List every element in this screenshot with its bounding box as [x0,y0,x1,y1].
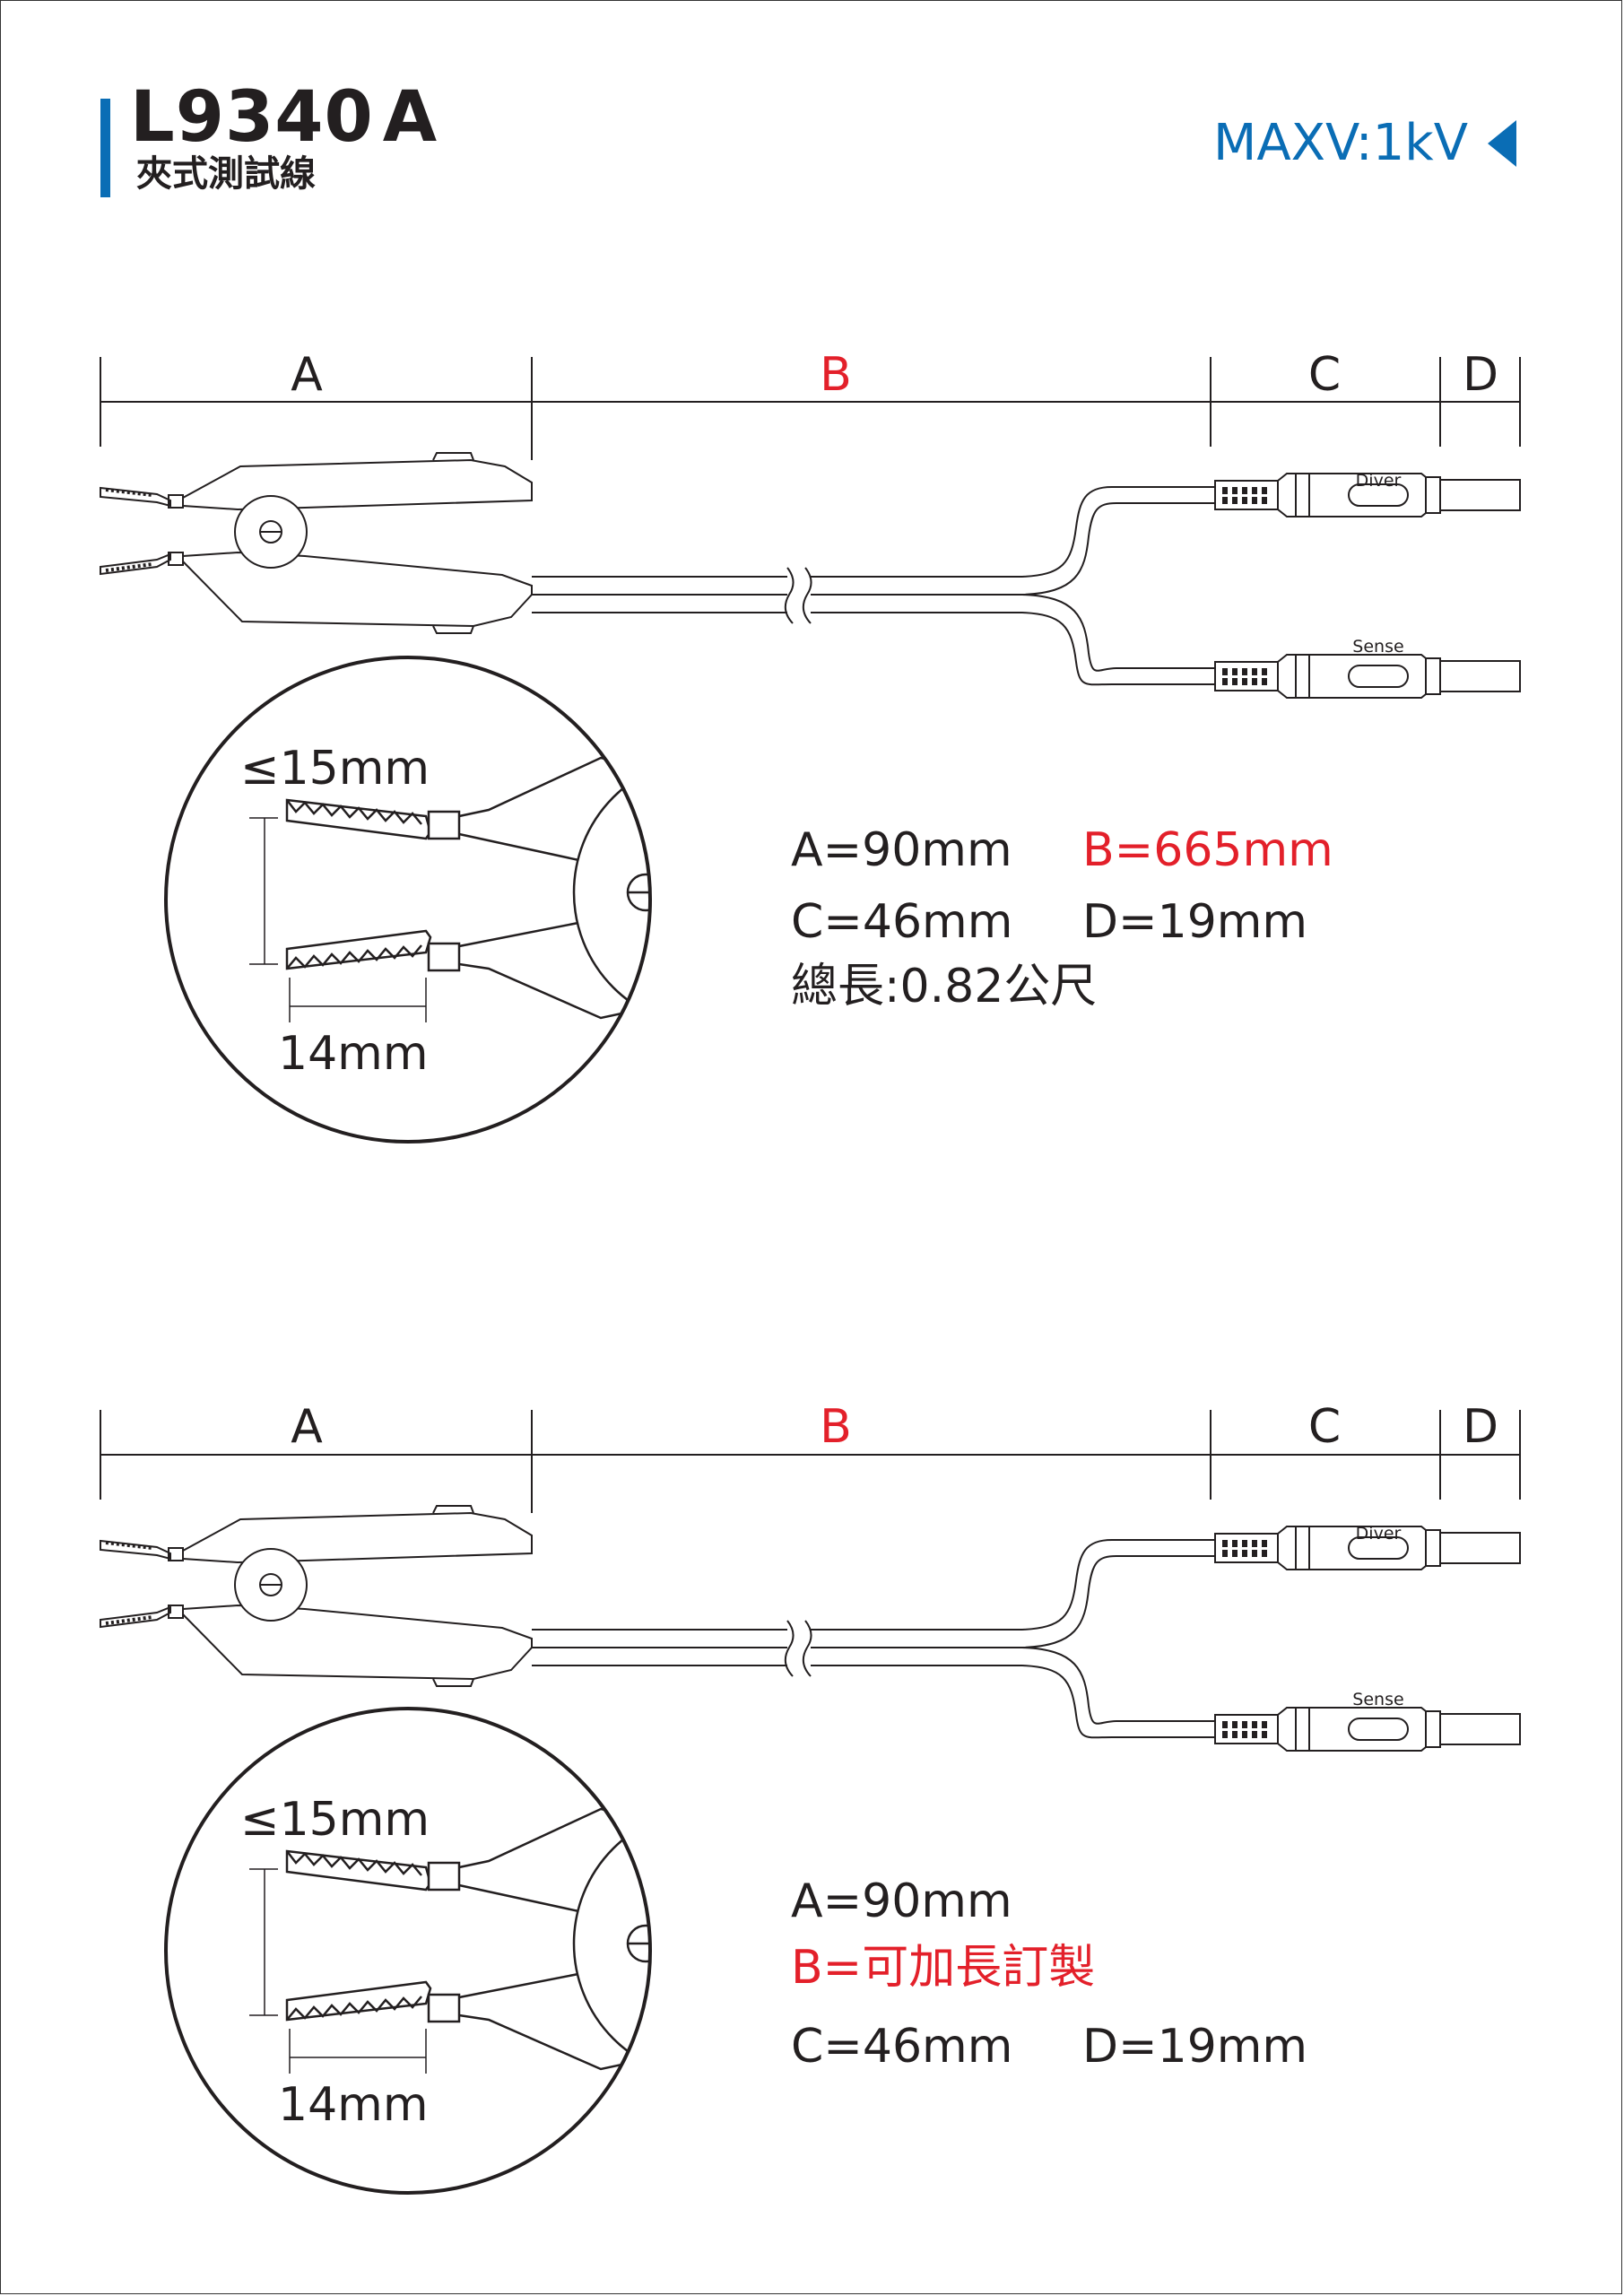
lead-diagram-2: A B C D Diver Sense [99,1400,1522,1752]
max-voltage-badge: MAXV:1kV [1213,118,1516,169]
jaw-detail-2: ≤15mm 14mm [164,1707,652,2195]
dim-label-b: B [820,348,852,402]
dim-label-a: A [291,348,323,402]
plug-label-driver: Diver [1356,1524,1402,1544]
spec-2-a: A=90mm [791,1874,1012,1928]
max-voltage-text: MAXV:1kV [1213,114,1468,172]
spec-1-b: B=665mm [1082,823,1333,877]
spec-2-d: D=19mm [1082,2020,1308,2074]
dim-label-b: B [820,1400,852,1454]
dim-label-c: C [1308,1400,1341,1454]
lead-diagram-1: A B C D Diver Sense [99,348,1522,700]
spec-1-c: C=46mm [791,895,1013,949]
jaw-length-label: 14mm [278,2078,428,2132]
jaw-detail-1: ≤15mm 14mm [164,656,652,1144]
spec-1-d: D=19mm [1082,895,1308,949]
jaw-length-label: 14mm [278,1027,428,1081]
product-subtitle: 夾式測試線 [136,153,316,195]
plug-label-sense: Sense [1352,637,1403,657]
spec-1-total: 總長:0.82公尺 [791,960,1098,1013]
spec-1-a: A=90mm [791,823,1012,877]
plug-label-driver: Diver [1356,471,1402,491]
plug-label-sense: Sense [1352,1690,1403,1709]
jaw-opening-label: ≤15mm [240,742,430,796]
spec-2-b: B=可加長訂製 [791,1941,1096,1995]
title-accent-bar [100,99,110,197]
jaw-opening-label: ≤15mm [240,1793,430,1847]
dim-label-c: C [1308,348,1341,402]
dim-label-a: A [291,1400,323,1454]
dim-label-d: D [1463,348,1498,402]
triangle-left-icon [1488,120,1516,167]
dim-label-d: D [1463,1400,1498,1454]
spec-2-c: C=46mm [791,2020,1013,2074]
